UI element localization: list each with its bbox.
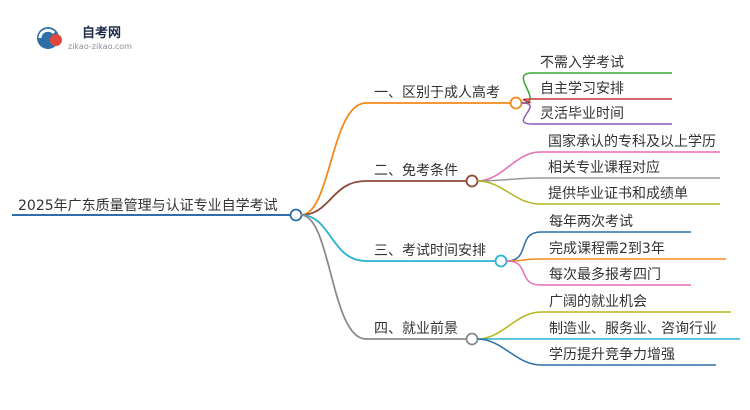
branch-connector: [300, 214, 367, 340]
logo-icon: [37, 27, 62, 49]
logo-url: zikao-zikao.com: [68, 42, 132, 51]
branch-label: 一、区别于成人高考: [374, 84, 500, 101]
branch-connector: [300, 102, 367, 216]
logo-title: 自考网: [82, 25, 121, 41]
branch-label: 三、考试时间安排: [374, 243, 486, 259]
leaf-connector: [477, 338, 542, 366]
leaf-connector: [477, 180, 541, 205]
leaf-connector: [506, 231, 542, 262]
leaf-connector: [521, 72, 533, 104]
leaf-node[interactable]: 灵活毕业时间: [521, 102, 673, 125]
leaf-label: 制造业、服务业、咨询行业: [549, 321, 717, 337]
leaf-label: 相关专业课程对应: [548, 159, 660, 176]
branch-label: 四、就业前景: [374, 320, 458, 337]
root-label: 2025年广东质量管理与认证专业自学考试: [18, 198, 278, 214]
root-connector: [289, 208, 303, 222]
leaf-label: 广阔的就业机会: [549, 294, 647, 310]
root-node[interactable]: 2025年广东质量管理与认证专业自学考试: [12, 198, 303, 222]
branch-connector-node: [509, 96, 523, 110]
leaf-node[interactable]: 国家承认的专科及以上学历: [477, 133, 721, 182]
leaf-node[interactable]: 学历提升竞争力增强: [477, 338, 717, 366]
leaf-node[interactable]: 自主学习安排: [521, 81, 673, 104]
leaf-label: 每次最多报考四门: [549, 266, 661, 283]
branch-connector-node: [465, 332, 479, 346]
leaf-node[interactable]: 不需入学考试: [521, 55, 673, 104]
logo: 自考网 zikao-zikao.com: [37, 25, 132, 51]
leaf-node[interactable]: 每年两次考试: [506, 214, 692, 262]
branch-connector: [300, 214, 367, 262]
branch-label: 二、免考条件: [374, 162, 458, 179]
leaf-connector: [506, 260, 542, 286]
leaf-node[interactable]: 广阔的就业机会: [477, 294, 732, 340]
leaf-label: 自主学习安排: [540, 81, 624, 97]
leaf-label: 学历提升竞争力增强: [549, 346, 675, 363]
leaf-node[interactable]: 提供毕业证书和成绩单: [477, 180, 721, 205]
leaf-connector: [521, 102, 533, 125]
branch-connector: [300, 180, 367, 216]
leaf-node[interactable]: 每次最多报考四门: [506, 260, 692, 286]
branch-connector-node: [494, 254, 508, 268]
leaf-label: 提供毕业证书和成绩单: [548, 186, 688, 202]
leaf-connector: [477, 311, 542, 340]
leaf-node[interactable]: 完成课程需2到3年: [506, 241, 727, 262]
leaf-label: 不需入学考试: [540, 55, 624, 71]
leaf-label: 完成课程需2到3年: [549, 241, 665, 257]
leaf-label: 国家承认的专科及以上学历: [548, 133, 716, 150]
branch-connector-node: [465, 174, 479, 188]
leaf-connector: [477, 151, 541, 182]
leaf-label: 每年两次考试: [549, 214, 633, 230]
leaf-node[interactable]: 制造业、服务业、咨询行业: [477, 321, 741, 340]
leaf-label: 灵活毕业时间: [540, 106, 624, 122]
